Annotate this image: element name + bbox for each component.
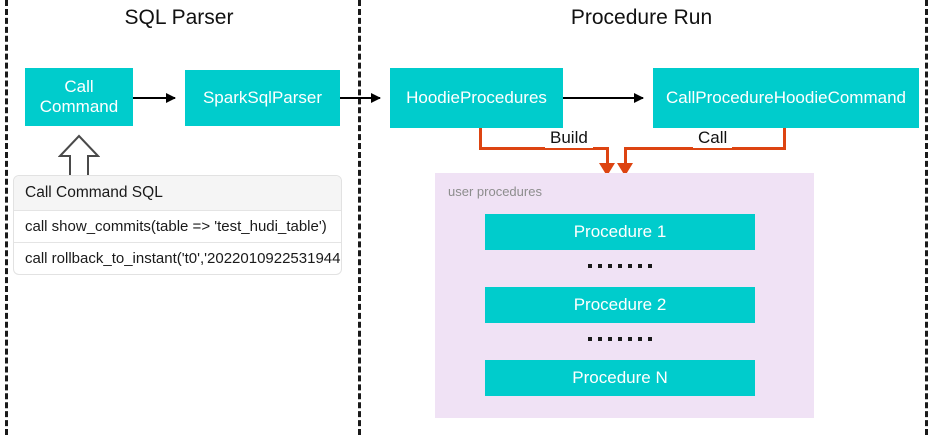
procedure-item[interactable]: Procedure N — [485, 360, 755, 396]
dot — [628, 264, 632, 268]
connector-build-vertical-start — [479, 128, 482, 150]
arrow-down-icon-build — [599, 163, 615, 176]
connector-build-vertical-end — [606, 147, 609, 166]
dot — [648, 264, 652, 268]
sql-table-header: Call Command SQL — [14, 176, 341, 211]
dot — [648, 337, 652, 341]
procedure-item[interactable]: Procedure 2 — [485, 287, 755, 323]
dot — [628, 337, 632, 341]
edge-label-call: Call — [693, 128, 733, 148]
ellipsis-dots — [485, 337, 755, 341]
divider-left — [5, 0, 8, 435]
arrow-up-outline-icon — [58, 134, 100, 177]
edge-label-build: Build — [545, 128, 593, 148]
arrow-right-icon-procedures-to-command — [563, 93, 644, 103]
node-spark-sql-parser[interactable]: SparkSqlParser — [185, 70, 340, 126]
sql-table-row: call rollback_to_instant('t0','202201092… — [25, 250, 341, 267]
dot — [638, 337, 642, 341]
user-procedures-label: user procedures — [448, 184, 542, 199]
node-hoodie-procedures[interactable]: HoodieProcedures — [390, 68, 563, 128]
connector-call-horizontal — [624, 147, 786, 150]
section-title-procedure-run: Procedure Run — [570, 6, 713, 29]
node-call-procedure-hoodie-command[interactable]: CallProcedureHoodieCommand — [653, 68, 919, 128]
user-procedures-panel: user procedures Procedure 1 Procedure 2 … — [435, 173, 814, 418]
arrow-right-icon-parser-to-procedures — [340, 93, 381, 103]
dot — [598, 264, 602, 268]
arrow-right-icon-call-command-to-parser — [133, 93, 176, 103]
dot — [618, 337, 622, 341]
dot — [598, 337, 602, 341]
node-call-command[interactable]: Call Command — [25, 68, 133, 126]
dot — [608, 337, 612, 341]
dot — [638, 264, 642, 268]
procedure-item[interactable]: Procedure 1 — [485, 214, 755, 250]
dot — [618, 264, 622, 268]
connector-call-vertical-end — [624, 147, 627, 166]
connector-call-vertical-start — [783, 128, 786, 150]
call-command-sql-table: Call Command SQL call show_commits(table… — [14, 176, 341, 274]
node-call-command-line1: Call — [64, 76, 94, 96]
node-call-command-line2: Command — [39, 97, 119, 116]
section-title-sql-parser: SQL Parser — [124, 6, 234, 29]
ellipsis-dots — [485, 264, 755, 268]
dot — [608, 264, 612, 268]
arrow-down-icon-call — [617, 163, 633, 176]
divider-middle — [358, 0, 361, 435]
dot — [588, 264, 592, 268]
sql-table-row: call show_commits(table => 'test_hudi_ta… — [14, 211, 341, 243]
connector-build-horizontal — [479, 147, 609, 150]
dot — [588, 337, 592, 341]
divider-right — [925, 0, 928, 435]
